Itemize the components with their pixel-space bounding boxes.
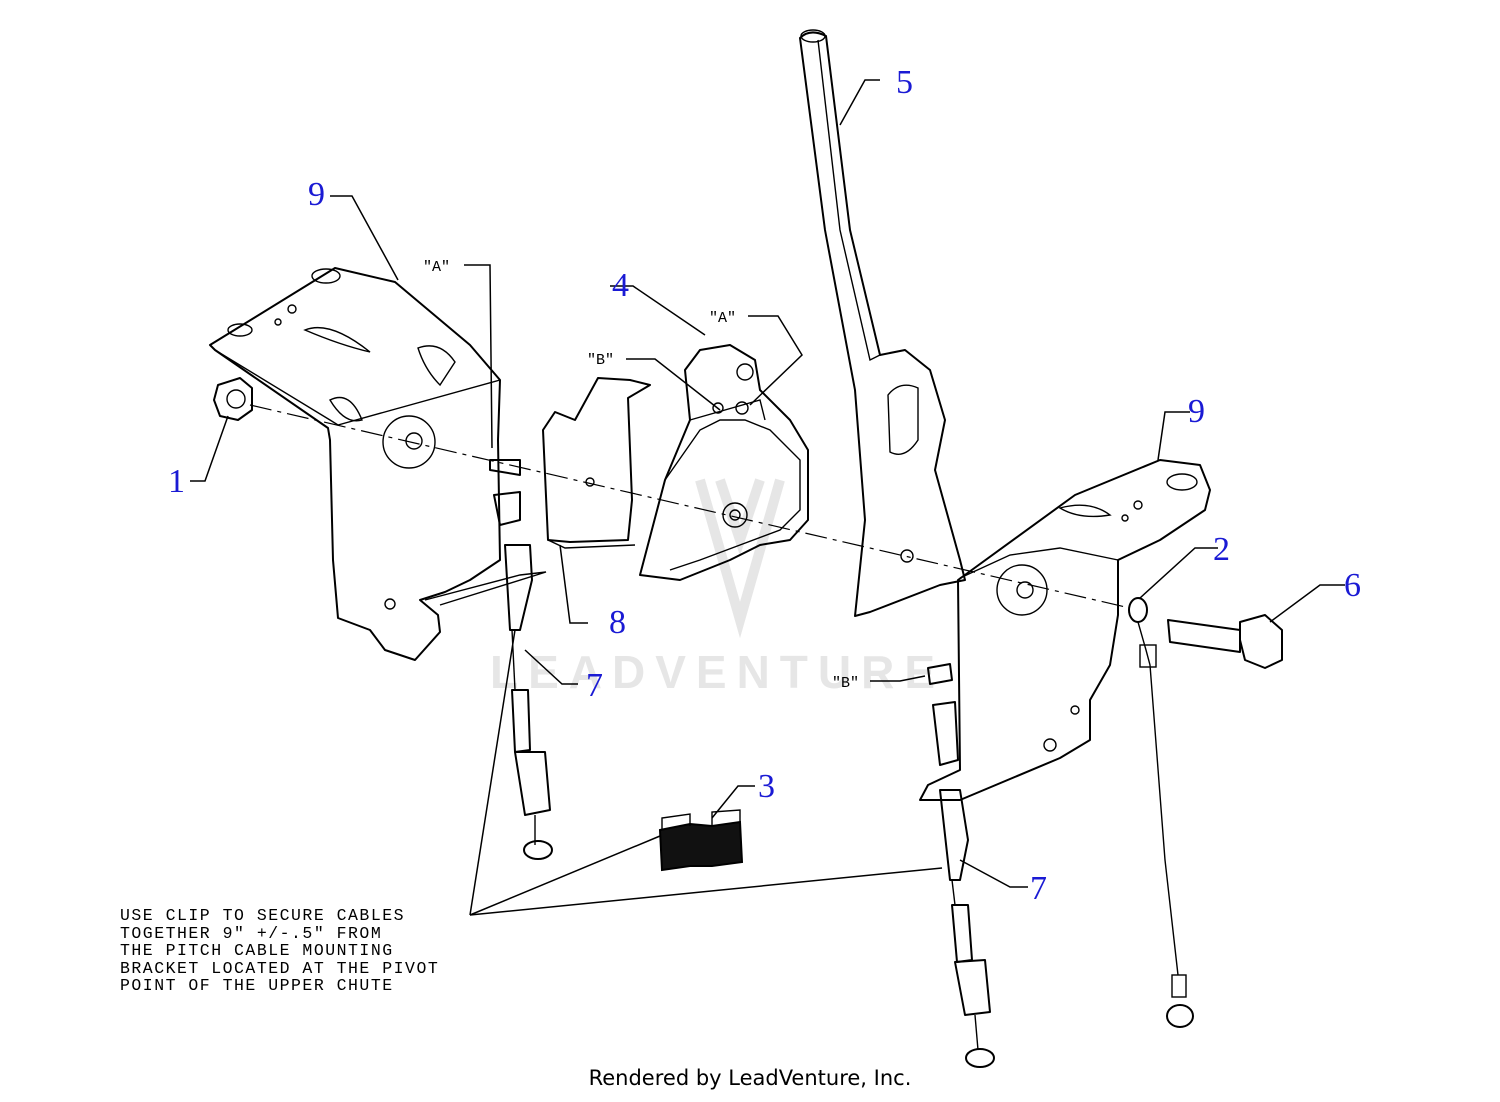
note-line: BRACKET LOCATED AT THE PIVOT [120, 958, 440, 978]
installation-note: USE CLIP TO SECURE CABLES TOGETHER 9" +/… [120, 907, 439, 995]
ref-b-right: "B" [832, 675, 859, 692]
ref-b-center: "B" [587, 352, 614, 369]
right-cable [927, 663, 995, 1068]
assembly-center-line [249, 404, 1131, 609]
watermark-text: LEADVENTURE [490, 646, 945, 698]
ref-a-center: "A" [709, 310, 736, 327]
guide-plate [542, 377, 651, 549]
pivot-bracket [639, 344, 809, 581]
note-line: TOGETHER 9" +/-.5" FROM [120, 923, 383, 943]
left-mounting-bracket [209, 267, 547, 661]
ground-wire [1128, 597, 1194, 1028]
callout-3: 3 [758, 768, 775, 805]
note-line: POINT OF THE UPPER CHUTE [120, 976, 394, 995]
note-line: USE CLIP TO SECURE CABLES [120, 906, 406, 925]
note-line: THE PITCH CABLE MOUNTING [120, 941, 394, 960]
callout-9-left: 9 [308, 176, 325, 213]
callout-7-left: 7 [586, 667, 603, 704]
callout-1: 1 [168, 463, 185, 500]
left-cable [489, 459, 553, 860]
callout-9-right: 9 [1188, 393, 1205, 430]
reference-marks: "A" "A" "B" "B" [423, 259, 859, 692]
ref-a-left: "A" [423, 259, 450, 276]
callout-7-right: 7 [1030, 870, 1047, 907]
callout-4: 4 [612, 267, 629, 304]
cable-clip [658, 809, 744, 872]
callout-2: 2 [1213, 531, 1230, 568]
watermark: LEADVENTURE [490, 478, 945, 698]
leader-lines [190, 79, 1345, 916]
flange-nut [213, 377, 253, 421]
callout-5: 5 [896, 64, 913, 101]
control-rod [799, 29, 966, 617]
callout-8: 8 [609, 604, 626, 641]
callout-6: 6 [1344, 567, 1361, 604]
hex-bolt [1167, 614, 1283, 669]
right-mounting-bracket [919, 459, 1211, 801]
callout-numbers: 1 2 3 4 5 6 7 7 8 9 9 [168, 64, 1361, 907]
render-credit: Rendered by LeadVenture, Inc. [588, 1066, 912, 1090]
